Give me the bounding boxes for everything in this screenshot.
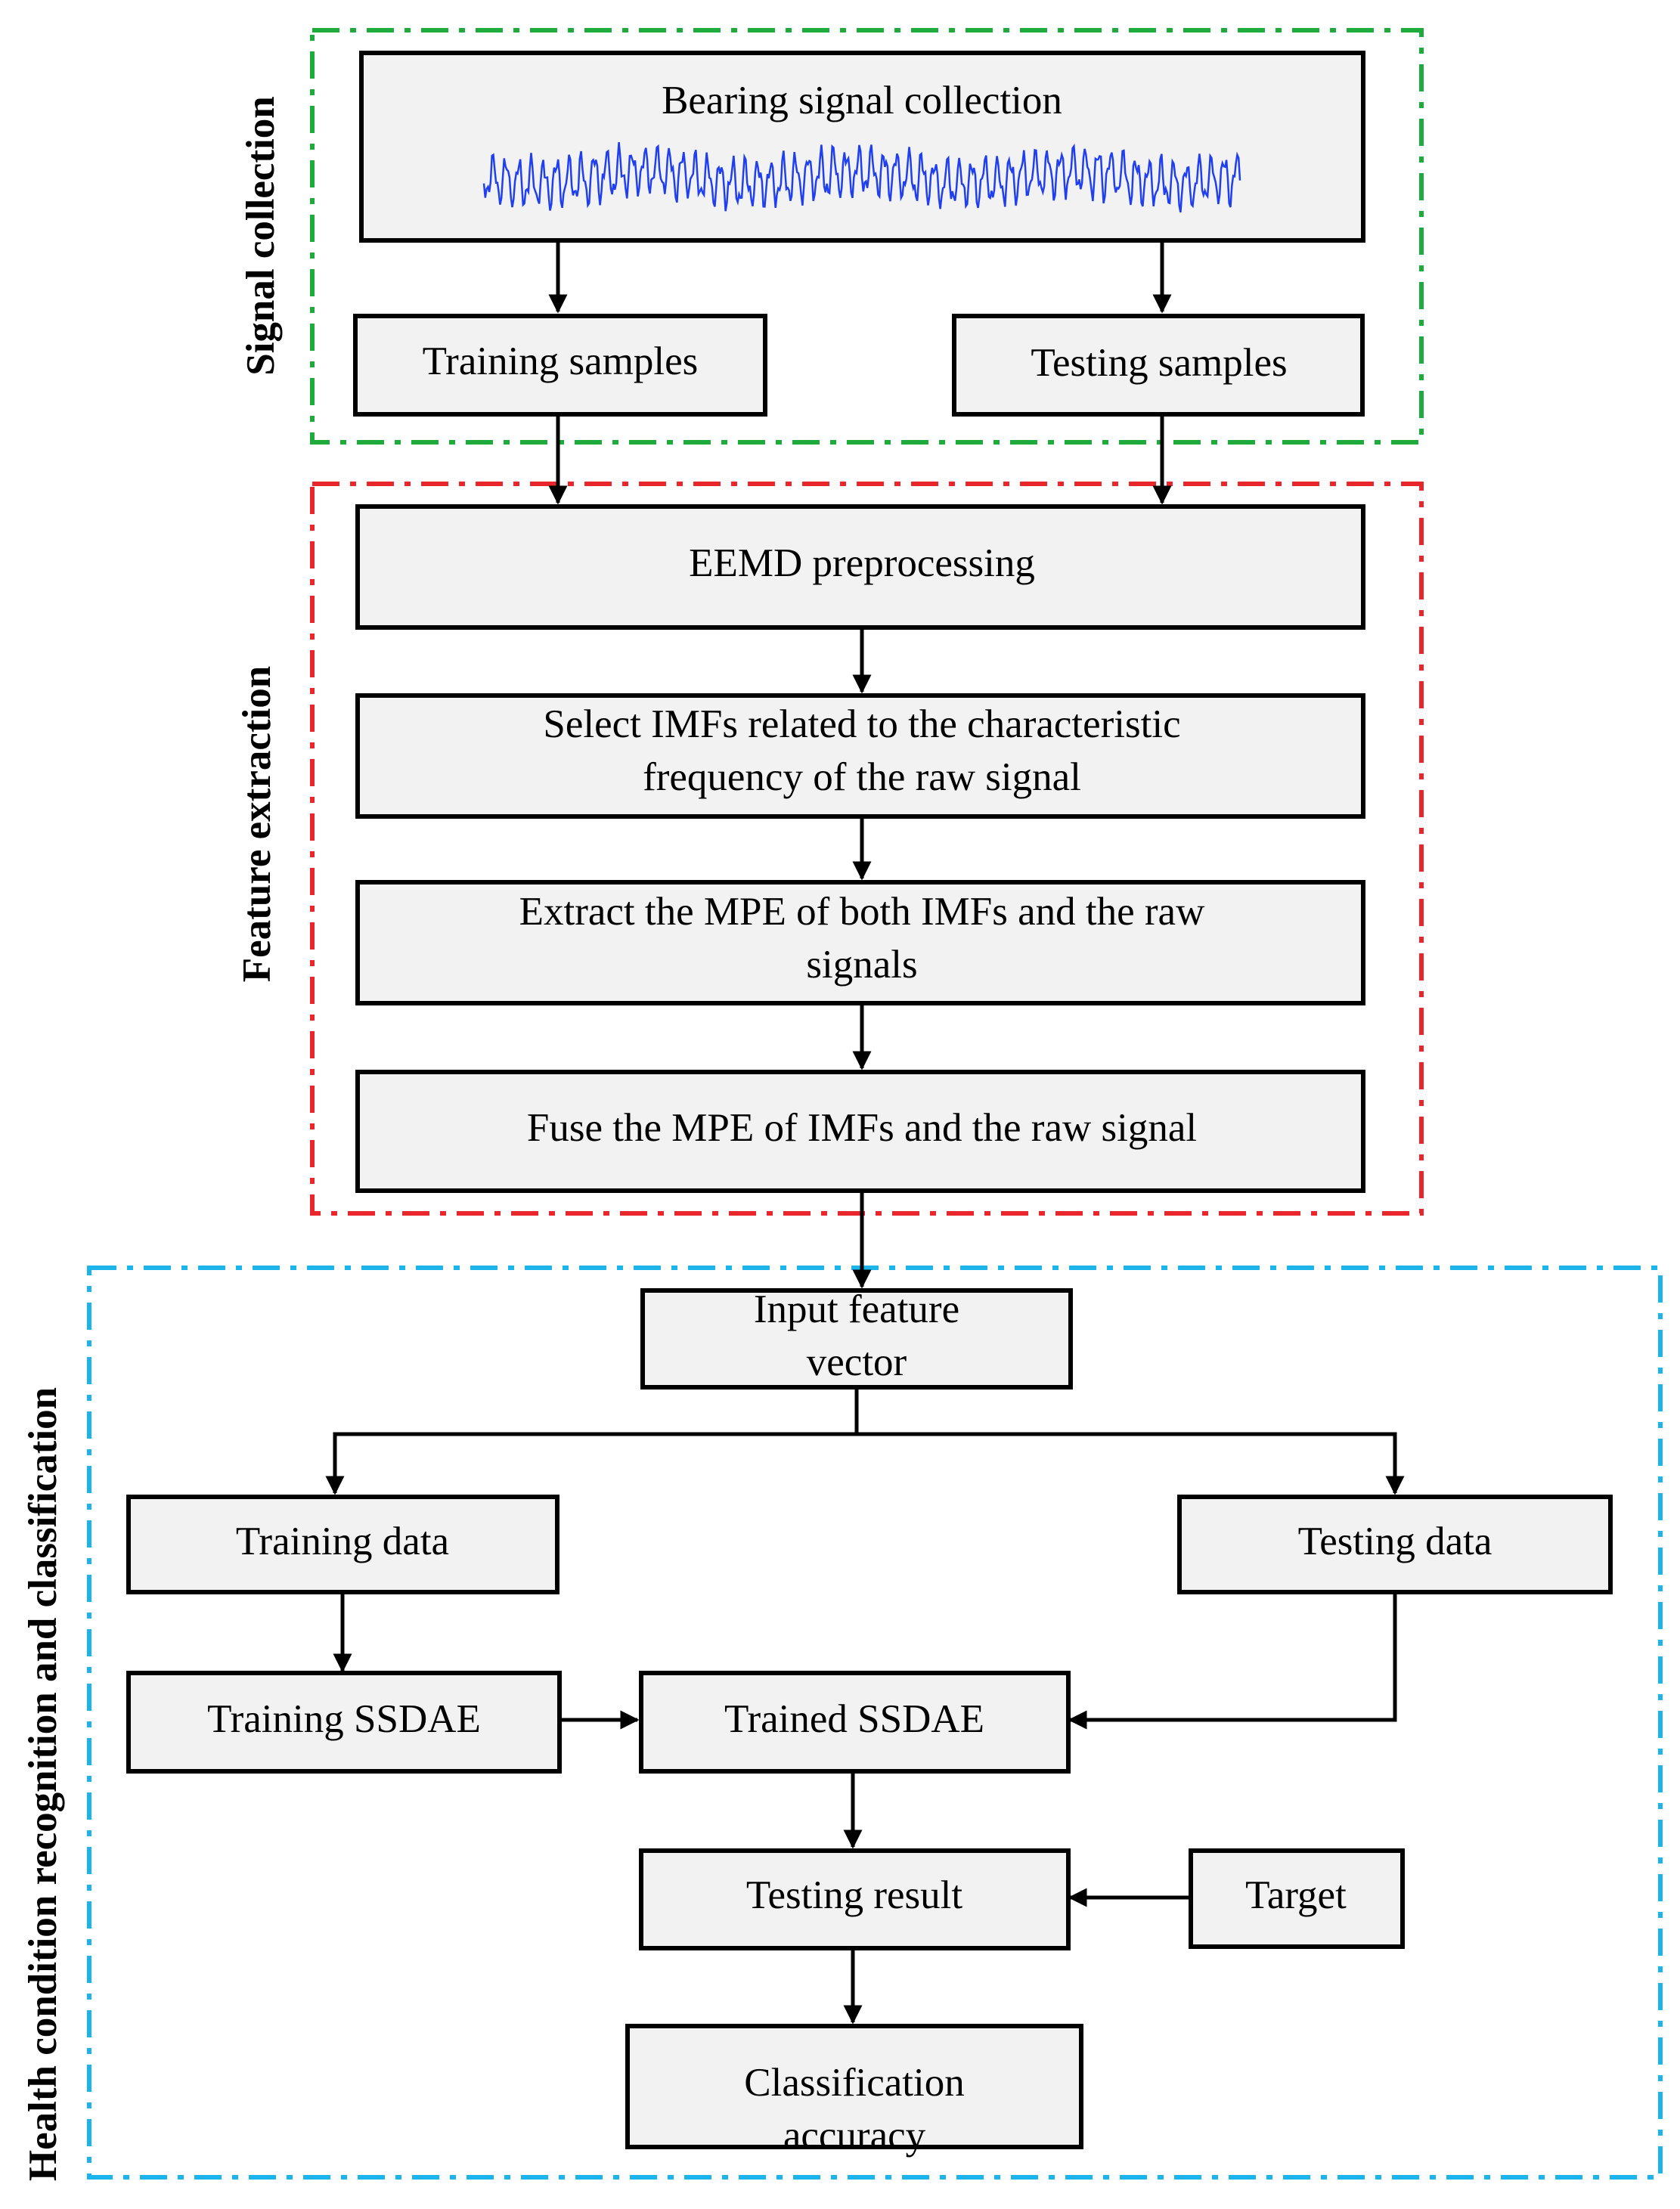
node-training-ssdae: Training SSDAE — [126, 1671, 562, 1774]
feature-extraction-label: Feature extraction — [235, 666, 279, 982]
health-recognition-frame — [87, 1266, 1663, 2180]
signal-collection-label: Signal collection — [239, 96, 283, 376]
node-label-line: signals — [806, 943, 917, 987]
node-label-line: Input feature — [754, 1287, 959, 1331]
node-label-line: Training samples — [423, 339, 699, 383]
vibration-waveform-icon — [482, 141, 1241, 213]
node-fuse-mpe: Fuse the MPE of IMFs and the raw signal — [355, 1070, 1365, 1193]
node-training-data: Training data — [126, 1495, 559, 1594]
node-label-line: Fuse the MPE of IMFs and the raw signal — [527, 1106, 1197, 1150]
node-label-line: Testing samples — [1031, 341, 1287, 385]
node-target: Target — [1189, 1848, 1405, 1949]
node-trained-ssdae: Trained SSDAE — [639, 1671, 1071, 1774]
flow-nodes: Bearing signal collection Training sampl… — [126, 51, 1613, 2158]
node-testing-samples: Testing samples — [952, 314, 1365, 417]
node-label-line: Training data — [236, 1520, 449, 1563]
node-testing-data: Testing data — [1177, 1495, 1613, 1594]
arrow-testing-data-to-trained-ssdae — [1068, 1592, 1397, 1730]
node-label-line: accuracy — [783, 2114, 926, 2158]
node-training-samples: Training samples — [353, 314, 767, 417]
node-bearing-signal-collection: Bearing signal collection — [359, 51, 1365, 243]
flow-arrows — [325, 240, 1405, 2025]
arrow-input-vector-to-training-data — [325, 1387, 859, 1495]
node-label-line: Classification — [744, 2061, 964, 2105]
arrow-input-vector-to-testing-data — [857, 1432, 1405, 1495]
health-recognition-label: Health condition recognition and classif… — [21, 1387, 65, 2181]
node-eemd-preprocessing: EEMD preprocessing — [355, 504, 1365, 630]
node-label-line: Extract the MPE of both IMFs and the raw — [519, 890, 1205, 934]
node-label-line: Testing data — [1298, 1520, 1492, 1563]
node-label-line: EEMD preprocessing — [689, 541, 1035, 585]
node-label-line: Trained SSDAE — [724, 1697, 984, 1741]
node-label-line: Training SSDAE — [207, 1697, 481, 1741]
node-label-line: vector — [807, 1340, 907, 1384]
node-label-line: frequency of the raw signal — [643, 755, 1081, 799]
node-label-line: Testing result — [746, 1873, 963, 1917]
node-select-imfs: Select IMFs related to the characteristi… — [355, 693, 1365, 819]
node-label-line: Bearing signal collection — [662, 79, 1062, 122]
node-label-line: Select IMFs related to the characteristi… — [543, 702, 1180, 746]
signal-collection-frame — [310, 28, 1424, 445]
node-extract-mpe: Extract the MPE of both IMFs and the raw… — [355, 880, 1365, 1005]
node-label-line: Target — [1245, 1873, 1347, 1917]
feature-extraction-frame — [310, 482, 1424, 1216]
node-classification-accuracy: Classification accuracy — [625, 2024, 1083, 2158]
node-input-feature-vector: Input feature vector — [640, 1287, 1073, 1390]
node-testing-result: Testing result — [639, 1848, 1071, 1950]
